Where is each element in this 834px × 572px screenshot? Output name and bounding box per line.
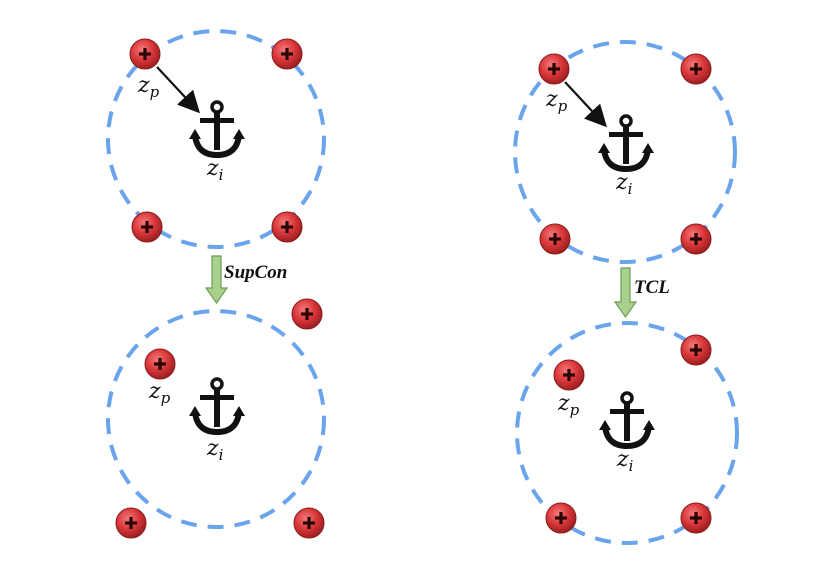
plus-sample-icon xyxy=(553,359,585,391)
plus-sample-icon xyxy=(539,223,571,255)
left-top-circle xyxy=(106,29,326,249)
positive-label: zp xyxy=(148,379,171,407)
right-before-group: zp zi xyxy=(513,40,737,264)
anchor-label: zi xyxy=(206,436,224,464)
plus-sample-icon xyxy=(144,348,176,380)
plus-sample-icon xyxy=(115,507,147,539)
left-bottom-circle xyxy=(106,309,326,529)
left-after-group: zp zi xyxy=(106,298,326,539)
positive-label: zp xyxy=(557,391,580,419)
plus-sample-icon xyxy=(131,211,163,243)
pull-arrow xyxy=(564,81,607,128)
pull-arrow xyxy=(156,66,200,114)
right-after-group: zp zi xyxy=(515,321,739,545)
right-bottom-circle xyxy=(515,321,739,545)
plus-sample-icon xyxy=(680,53,712,85)
anchor-icon xyxy=(189,379,245,432)
anchor-icon xyxy=(189,102,245,155)
plus-sample-icon xyxy=(291,298,323,330)
right-transition-arrow: TCL xyxy=(613,267,670,319)
anchor-label: zi xyxy=(615,170,633,198)
right-top-circle xyxy=(513,40,737,264)
plus-sample-icon xyxy=(538,53,570,85)
plus-sample-icon xyxy=(680,502,712,534)
positive-label: zp xyxy=(545,87,568,115)
left-transition-arrow: SupCon xyxy=(204,255,287,305)
plus-sample-icon xyxy=(271,38,303,70)
left-before-group: zp zi xyxy=(106,29,326,249)
left-panel: zp zi SupCon zp zi xyxy=(106,29,326,539)
right-panel: zp zi TCL zp zi xyxy=(513,40,739,545)
anchor-icon xyxy=(598,116,654,169)
anchor-label: zi xyxy=(616,447,634,475)
plus-sample-icon xyxy=(680,223,712,255)
anchor-label: zi xyxy=(206,156,224,184)
plus-sample-icon xyxy=(271,211,303,243)
plus-sample-icon xyxy=(129,38,161,70)
method-label-tcl: TCL xyxy=(634,277,670,298)
plus-sample-icon xyxy=(293,507,325,539)
method-label-supcon: SupCon xyxy=(224,262,287,283)
anchor-icon xyxy=(599,393,655,446)
plus-sample-icon xyxy=(545,502,577,534)
positive-label: zp xyxy=(137,73,160,101)
plus-sample-icon xyxy=(680,334,712,366)
